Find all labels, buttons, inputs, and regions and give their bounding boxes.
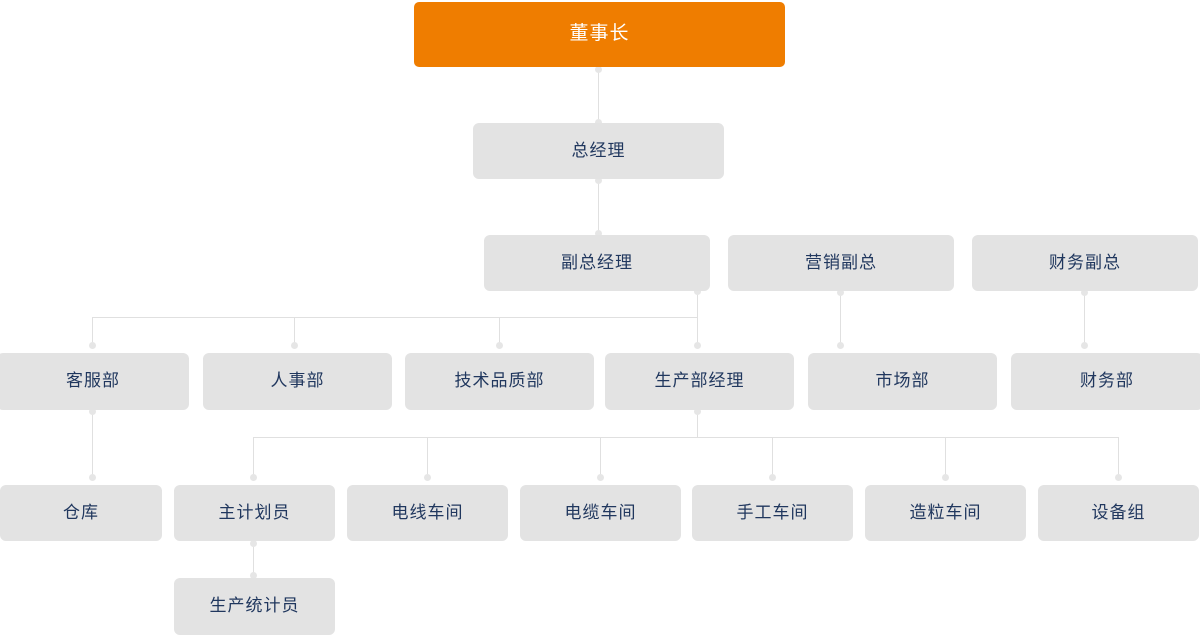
connector-drop-manual-workshop <box>772 437 773 477</box>
connector-deputy-gm-bus <box>92 317 698 318</box>
org-node-general-manager[interactable]: 总经理 <box>473 123 724 179</box>
connector-finance-vp-to-finance-dept <box>1084 292 1085 345</box>
connector-production-manager-bus <box>253 437 1119 438</box>
org-node-marketing-vp[interactable]: 营销副总 <box>728 235 954 291</box>
connector-dot <box>769 474 776 481</box>
connector-drop-equipment-group <box>1118 437 1119 477</box>
connector-dot <box>1081 342 1088 349</box>
org-node-market-dept[interactable]: 市场部 <box>808 353 997 410</box>
connector-production-manager-stem <box>697 411 698 438</box>
connector-dot <box>250 540 257 547</box>
connector-drop-granulation-workshop <box>945 437 946 477</box>
org-node-finance-dept[interactable]: 财务部 <box>1011 353 1200 410</box>
connector-dot <box>597 474 604 481</box>
connector-dot <box>89 342 96 349</box>
connector-chairman-to-gm <box>598 69 599 123</box>
org-node-finance-vp[interactable]: 财务副总 <box>972 235 1198 291</box>
connector-drop-customer-service <box>92 317 93 345</box>
connector-dot <box>1115 474 1122 481</box>
connector-customer-service-to-warehouse <box>92 411 93 478</box>
connector-dot <box>595 66 602 73</box>
connector-deputy-gm-stem <box>697 291 698 318</box>
org-node-chairman[interactable]: 董事长 <box>414 2 785 67</box>
connector-dot <box>89 474 96 481</box>
org-node-customer-service-dept[interactable]: 客服部 <box>0 353 189 410</box>
connector-drop-tech-quality <box>499 317 500 345</box>
org-node-production-statistician[interactable]: 生产统计员 <box>174 578 335 635</box>
org-node-chief-planner[interactable]: 主计划员 <box>174 485 335 541</box>
connector-dot <box>250 474 257 481</box>
org-node-cable-workshop[interactable]: 电缆车间 <box>520 485 681 541</box>
org-node-tech-quality-dept[interactable]: 技术品质部 <box>405 353 594 410</box>
connector-dot <box>424 474 431 481</box>
connector-dot <box>694 342 701 349</box>
org-node-equipment-group[interactable]: 设备组 <box>1038 485 1199 541</box>
org-node-manual-workshop[interactable]: 手工车间 <box>692 485 853 541</box>
connector-drop-cable-workshop <box>600 437 601 477</box>
connector-chief-planner-to-statistician <box>253 543 254 576</box>
org-node-wire-workshop[interactable]: 电线车间 <box>347 485 508 541</box>
connector-marketing-vp-to-market-dept <box>840 292 841 345</box>
org-node-deputy-general-manager[interactable]: 副总经理 <box>484 235 710 291</box>
connector-dot <box>942 474 949 481</box>
connector-drop-production-manager <box>697 317 698 345</box>
org-node-warehouse[interactable]: 仓库 <box>0 485 162 541</box>
connector-dot <box>837 342 844 349</box>
connector-dot <box>291 342 298 349</box>
connector-gm-to-deputy-gm <box>598 179 599 234</box>
connector-drop-wire-workshop <box>427 437 428 477</box>
connector-drop-hr <box>294 317 295 345</box>
connector-drop-chief-planner <box>253 437 254 477</box>
connector-dot <box>496 342 503 349</box>
org-node-production-manager[interactable]: 生产部经理 <box>605 353 794 410</box>
org-node-hr-dept[interactable]: 人事部 <box>203 353 392 410</box>
org-node-granulation-workshop[interactable]: 造粒车间 <box>865 485 1026 541</box>
